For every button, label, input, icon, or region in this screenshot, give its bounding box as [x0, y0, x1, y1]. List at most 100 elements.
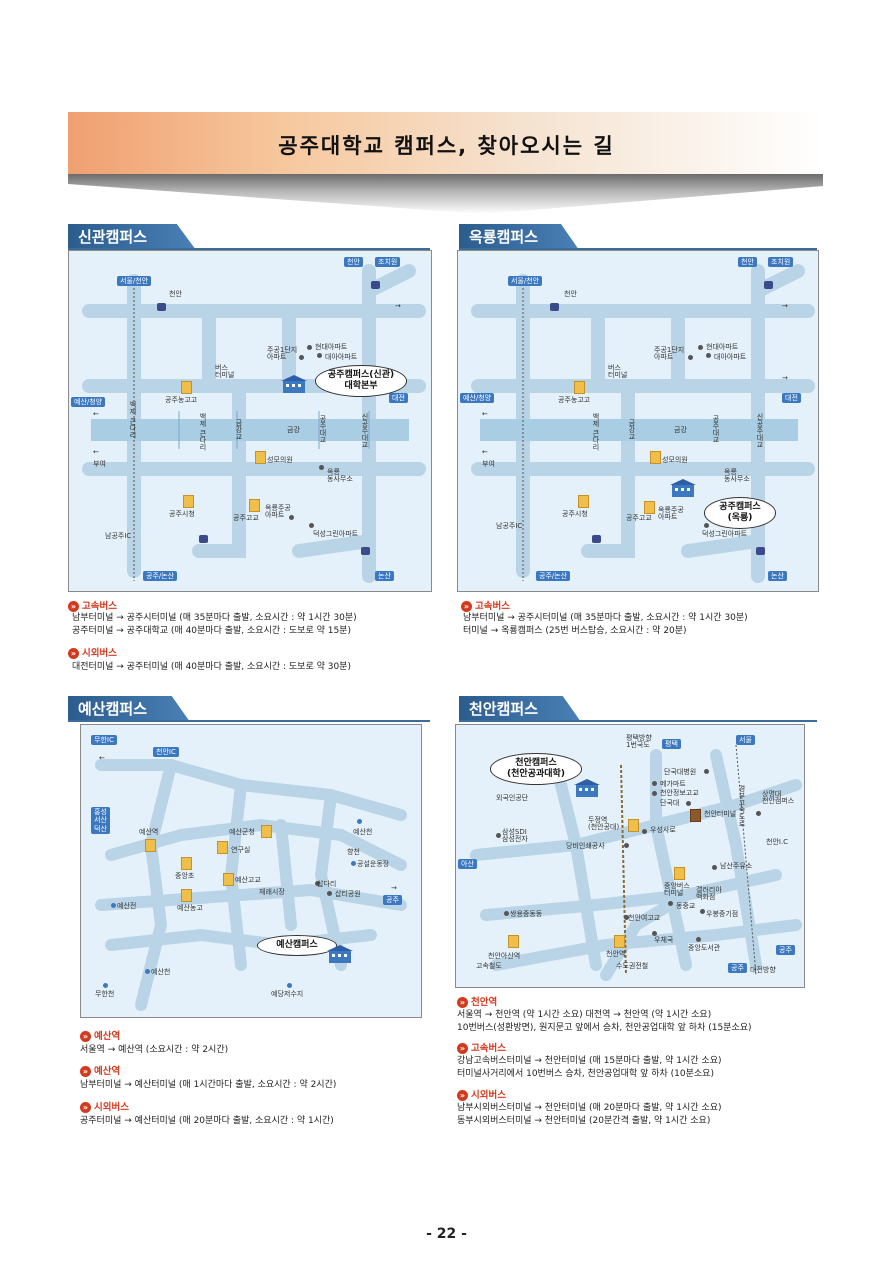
label-ujeh: 우체국	[654, 936, 674, 944]
route-info: 강남고속버스터미널 → 천안터미널 (매 15분마다 출발, 약 1시간 소요)…	[457, 1056, 722, 1080]
label-namgongju-ic: 남공주IC	[105, 532, 132, 540]
section-heading: »고속버스	[457, 1043, 506, 1054]
poi-dot-icon	[712, 865, 717, 870]
building-icon	[650, 451, 661, 464]
tab-yesan: 예산캠퍼스	[68, 696, 190, 722]
banner-shadow	[68, 174, 823, 214]
label-sapgyo-park: 삽티공원	[335, 890, 361, 898]
highway-shield-icon	[157, 303, 166, 311]
label-gongju-bridge: 공주대교	[712, 415, 720, 443]
campus-school-icon	[574, 779, 600, 797]
label-baekje-bridge: 백제 큰다리	[592, 413, 600, 451]
arrow-west: ←	[93, 448, 99, 456]
tag-hongseong: 홍성 서산 덕산	[91, 807, 110, 835]
route-info: 공주터미널 → 예산터미널 (매 20분마다 출발, 소요시간 : 약 1시간)	[80, 1116, 334, 1126]
label-bus-terminal: 버스 터미널	[215, 364, 235, 379]
poi-dot-icon	[103, 983, 108, 988]
route-info: 서울역 → 예산역 (소요시간 : 약 2시간)	[80, 1045, 229, 1055]
label-gallery: 갤러리아 백화점	[696, 886, 722, 901]
poi-dot-icon	[496, 833, 501, 838]
section-heading: »예산역	[80, 1066, 120, 1077]
poi-dot-icon	[652, 781, 657, 786]
terminal-building-icon	[690, 809, 701, 822]
poi-dot-icon	[317, 353, 322, 358]
label-okryong-office: 옥룡 동사무소	[724, 468, 750, 483]
poi-dot-icon	[307, 345, 312, 350]
label-hyangcheon: 향천	[347, 848, 360, 856]
tag-muhan-ic: 무한IC	[91, 735, 117, 746]
label-geumgang: 금강	[287, 426, 300, 434]
poi-dot-icon	[287, 983, 292, 988]
highway-shield-icon	[764, 281, 773, 289]
arrow-east: →	[782, 374, 788, 382]
tag-nonsan: 논산	[768, 571, 787, 582]
label-geumgang: 금강	[674, 426, 687, 434]
arrow-right-icon: »	[80, 1066, 91, 1077]
highway-shield-icon	[199, 535, 208, 543]
tag-cheonan: 천안	[738, 257, 757, 268]
tag-gongju-nonsan: 공주/논산	[143, 571, 178, 582]
tag-seoul-cheonan: 서울/천안	[117, 276, 152, 287]
label-yesan-cheon2: 예산천	[151, 968, 171, 976]
label-cheonan: 천안	[564, 290, 577, 298]
poi-dot-icon	[696, 937, 701, 942]
page-title: 공주대학교 캠퍼스, 찾아오시는 길	[278, 134, 615, 158]
building-icon	[644, 501, 655, 514]
tag-cheonan: 천안	[344, 257, 363, 268]
section-heading: »시외버스	[80, 1102, 129, 1113]
label-gongju-high: 공주고교	[233, 514, 259, 522]
poi-dot-icon	[309, 523, 314, 528]
tag-gongju: 공주	[383, 895, 402, 906]
building-icon	[261, 825, 272, 838]
building-icon	[574, 381, 585, 394]
label-cheonan-asan-station: 천안아산역	[488, 952, 521, 960]
poi-dot-icon	[111, 903, 116, 908]
building-icon	[181, 889, 192, 902]
label-mega: 메가마트	[660, 780, 686, 788]
campus-school-icon	[327, 945, 353, 963]
building-icon	[249, 499, 260, 512]
label-yesan-cheon: 예산천	[353, 828, 373, 836]
label-cheonan-station: 천안역	[606, 950, 626, 958]
label-dankook: 단국대	[660, 799, 680, 807]
arrow-right-icon: »	[457, 1043, 468, 1054]
building-icon	[181, 857, 192, 870]
highway-shield-icon	[550, 303, 559, 311]
building-icon	[578, 495, 589, 508]
poi-dot-icon	[706, 353, 711, 358]
cheonan-roads	[470, 744, 802, 981]
label-gongju-bridge: 공주대교	[319, 415, 327, 443]
label-cheonan: 천안	[169, 290, 182, 298]
label-hyundai-apt: 현대아파트	[315, 343, 348, 351]
label-cheonan-info-high: 천안정보고교	[660, 789, 699, 797]
shingwan-map: 천안 조치원 서울/천안 예산/청양 대전 공주/논산 논산 천안 주공1단지 …	[68, 250, 432, 592]
label-cheonan-ic: 천안I.C	[766, 838, 789, 846]
section-heading: »고속버스	[461, 601, 510, 612]
label-gongseong: 공설운동장	[357, 860, 390, 868]
poi-dot-icon	[652, 791, 657, 796]
building-icon	[255, 451, 266, 464]
section-heading: »시외버스	[68, 648, 117, 659]
label-namsan: 남산주유소	[720, 862, 753, 870]
section-heading: »예산역	[80, 1031, 120, 1042]
page-number: - 22 -	[426, 1226, 467, 1242]
tab-underline	[68, 720, 430, 722]
building-icon	[628, 819, 639, 832]
tab-underline	[459, 248, 817, 250]
label-yesan-agri: 예산농고	[177, 904, 203, 912]
tag-pyeongtaek: 평택	[662, 739, 681, 750]
label-sudo: 수도권전철	[616, 962, 649, 970]
label-seonghwa: 쌍용중동동	[510, 910, 543, 918]
label-jungang: 중앙초	[175, 872, 195, 880]
tab-cheonan: 천안캠퍼스	[459, 696, 581, 722]
tag-jochiwon: 조치원	[768, 257, 794, 268]
route-info: 서울역 → 천안역 (약 1시간 소요) 대전역 → 천안역 (약 1시간 소요…	[457, 1010, 752, 1034]
tag-yesan-cheongyang: 예산/청양	[460, 393, 495, 404]
label-worship: 외국인공단	[496, 794, 529, 802]
label-sinsang-bridge: 신공주대교	[361, 413, 369, 448]
label-bus-terminal: 버스 터미널	[608, 364, 628, 379]
label-gosokcheoldo: 고속철도	[476, 962, 502, 970]
poi-dot-icon	[319, 465, 324, 470]
route-info: 남부터미널 → 공주시터미널 (매 35분마다 출발, 소요시간 : 약 1시간…	[463, 613, 748, 637]
label-sapgyo: 삽다리	[317, 880, 337, 888]
